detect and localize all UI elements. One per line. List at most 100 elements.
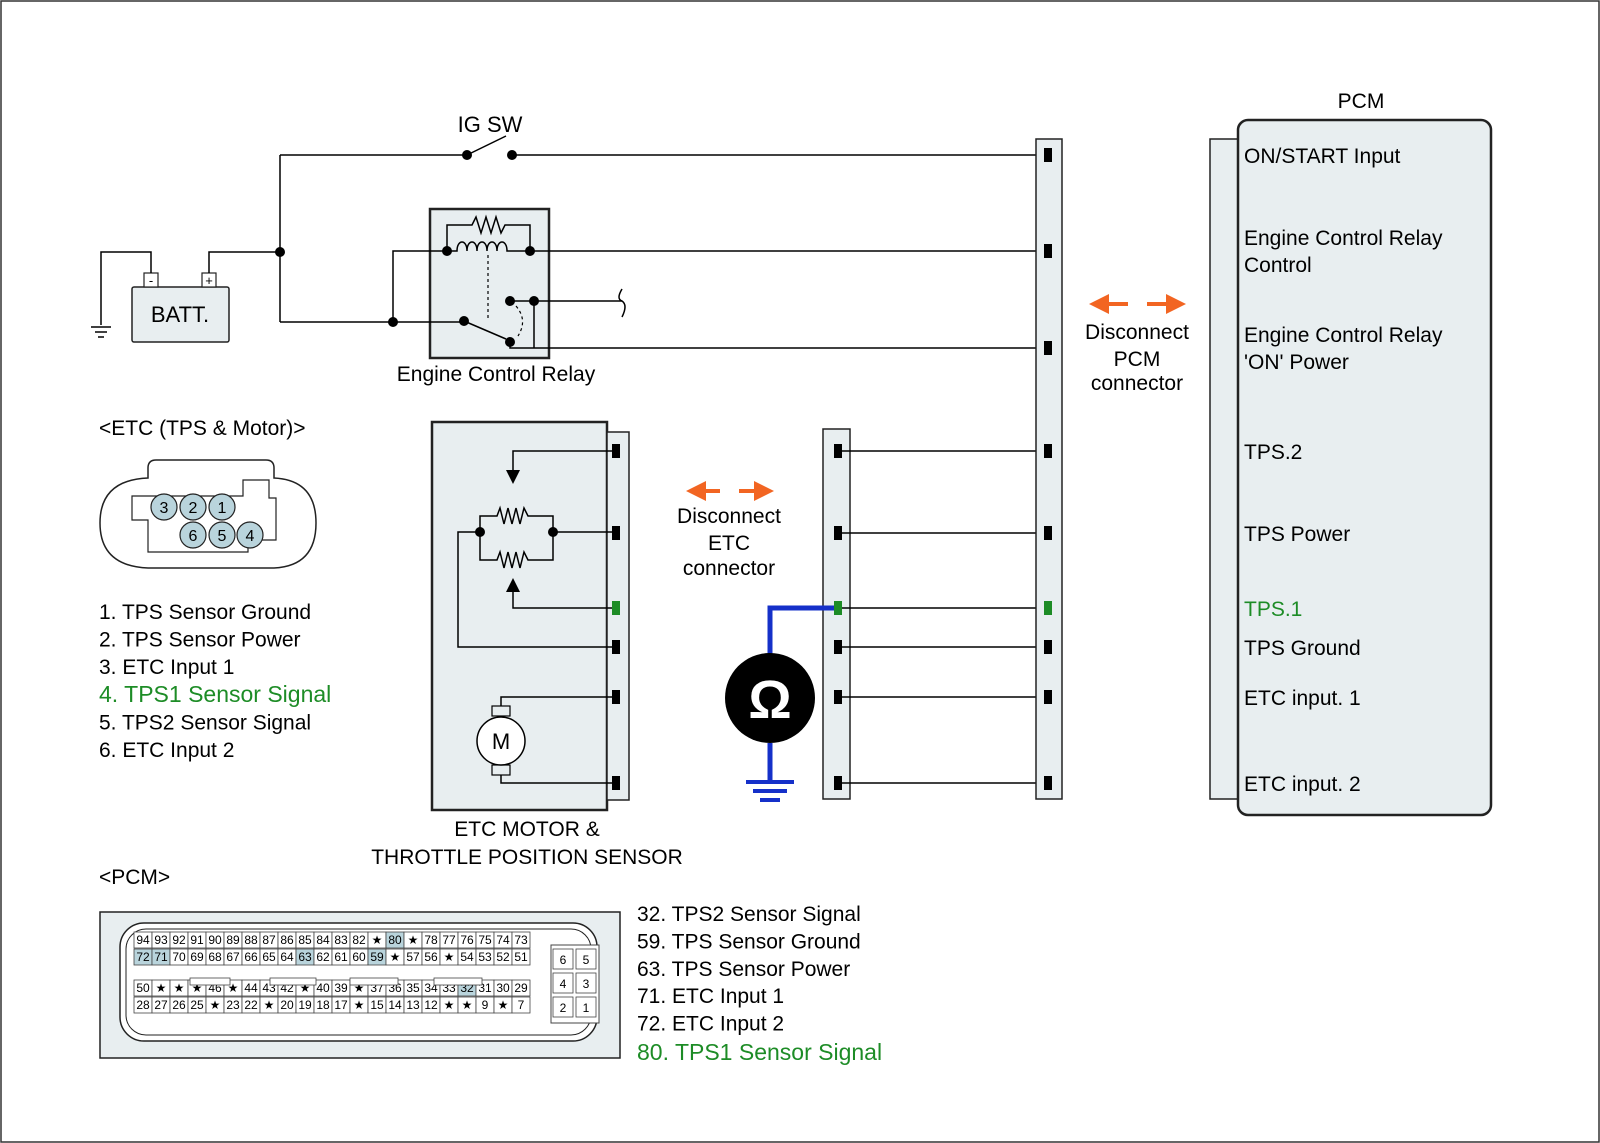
pcm-connector-pin-number: 63	[298, 950, 312, 964]
pcm-legend-item: 71. ETC Input 1	[637, 985, 784, 1008]
etc-unit-label-line1: ETC MOTOR &	[454, 818, 599, 841]
pcm-connector-pin-number: ★	[462, 998, 473, 1012]
pcm-connector-pin-number: 14	[388, 998, 402, 1012]
pcm-connector-pin-number: 22	[244, 998, 258, 1012]
pcm-connector-pin-number: 7	[518, 998, 525, 1012]
pcm-connector-pin-number: ★	[390, 950, 401, 964]
pcm-connector-pin-number: 35	[406, 981, 420, 995]
ig-switch-label: IG SW	[458, 112, 523, 137]
pcm-small-pin-number: 3	[583, 977, 590, 991]
harness-pcm-pin	[1044, 341, 1052, 355]
pcm-connector-pin-number: 57	[406, 950, 420, 964]
pcm-pin-label-line2: 'ON' Power	[1244, 351, 1349, 374]
pcm-pin-label: TPS.2	[1244, 441, 1302, 464]
pcm-connector-pin-number: 82	[352, 933, 366, 947]
etc-pin-1	[208, 493, 236, 521]
pcm-connector-pin-number: ★	[354, 981, 365, 995]
pcm-connector-pin-number: ★	[498, 998, 509, 1012]
pcm-connector-pin-number: 89	[226, 933, 240, 947]
etc-legend-item: 4. TPS1 Sensor Signal	[99, 681, 331, 707]
etc-pin-number: 2	[189, 500, 198, 517]
pcm-connector-pin-number: 26	[172, 998, 186, 1012]
pcm-legend-item: 72. ETC Input 2	[637, 1013, 784, 1036]
pcm-connector-key	[349, 977, 399, 986]
pcm-connector-pin-number: 12	[424, 998, 438, 1012]
battery-plus-label: +	[205, 273, 213, 288]
pcm-connector-pin-number: 65	[262, 950, 276, 964]
pcm-connector-pin-number: 92	[172, 933, 186, 947]
pcm-connector-pin-number: 84	[316, 933, 330, 947]
pcm-connector-pin-number: 25	[190, 998, 204, 1012]
pcm-pin-label: TPS.1	[1244, 598, 1302, 621]
pcm-connector-cell	[511, 996, 531, 1014]
etc-pin-5	[208, 521, 236, 549]
etc-pin-number: 1	[218, 500, 227, 517]
pcm-module	[1236, 118, 1493, 817]
pcm-pin-label: Engine Control Relay	[1244, 227, 1443, 250]
pcm-connector-pin-number: ★	[372, 933, 383, 947]
pcm-small-cell	[552, 972, 574, 994]
pcm-connector-pin-number: ★	[444, 998, 455, 1012]
pcm-pin-label: TPS Ground	[1244, 637, 1361, 660]
pcm-connector-pin-number: 50	[136, 981, 150, 995]
engine-control-relay	[428, 207, 551, 360]
etc-pin-number: 5	[218, 528, 227, 545]
pcm-pin-label-line2: Control	[1244, 254, 1312, 277]
pcm-connector-pin-number: 61	[334, 950, 348, 964]
battery-label: BATT.	[151, 302, 209, 327]
pcm-connector-pin-number: 83	[334, 933, 348, 947]
pcm-connector-pin-number: 54	[460, 950, 474, 964]
pcm-connector-pin-number: ★	[228, 981, 239, 995]
ohmmeter-ground-icon	[746, 780, 794, 802]
pcm-title: PCM	[1338, 90, 1385, 113]
disconnect-etc-line3: connector	[683, 557, 775, 580]
pcm-connector-pin-number: 70	[172, 950, 186, 964]
pcm-connector-pin-number: 64	[280, 950, 294, 964]
etc-pin-6	[179, 521, 207, 549]
pcm-connector-pin-number: 69	[190, 950, 204, 964]
battery-minus-label: -	[149, 273, 153, 288]
pcm-connector-pin-number: ★	[408, 933, 419, 947]
etc-harness-connector	[822, 428, 851, 800]
pcm-small-pin-number: 4	[560, 977, 567, 991]
harness-pcm-pin	[1044, 244, 1052, 258]
pcm-pin-label: ETC input. 1	[1244, 687, 1361, 710]
disconnect-etc-line1: Disconnect	[677, 505, 781, 528]
harness-pcm-pin	[1044, 640, 1052, 654]
etc-pin-4	[236, 521, 264, 549]
pcm-connector-key	[269, 977, 317, 986]
pcm-connector	[1209, 138, 1242, 800]
pcm-connector-pin-number: 40	[316, 981, 330, 995]
pcm-connector-pin-number: ★	[444, 950, 455, 964]
pcm-connector-pin-number: 68	[208, 950, 222, 964]
motor-symbol	[476, 716, 526, 766]
pcm-connector-pin-number: 53	[478, 950, 492, 964]
pcm-connector-pin-number: 77	[442, 933, 456, 947]
pcm-connector-pin-number: 87	[262, 933, 276, 947]
etc-pin-number: 6	[189, 528, 198, 545]
pcm-connector-pin-number: 59	[370, 950, 384, 964]
harness-pcm-pin	[1044, 690, 1052, 704]
pcm-connector-pin-number: 18	[316, 998, 330, 1012]
pcm-connector-pin-number: 44	[244, 981, 258, 995]
pcm-connector-pin-number: 75	[478, 933, 492, 947]
etc-legend-item: 1. TPS Sensor Ground	[99, 601, 311, 624]
pcm-connector-pin-number: 86	[280, 933, 294, 947]
etc-unit-label-line2: THROTTLE POSITION SENSOR	[371, 846, 683, 869]
pcm-legend-item: 59. TPS Sensor Ground	[637, 930, 861, 953]
engine-control-relay-label: Engine Control Relay	[397, 363, 596, 386]
harness-pcm-pin	[1044, 444, 1052, 458]
motor-label: M	[492, 729, 510, 754]
pcm-connector-key	[189, 977, 231, 986]
pcm-connector-pin-number: 15	[370, 998, 384, 1012]
harness-pcm-pin	[1044, 148, 1052, 162]
pcm-small-cell	[575, 996, 597, 1018]
pcm-connector-pin-number: ★	[210, 998, 221, 1012]
pcm-connector-pin-number: 27	[154, 998, 168, 1012]
etc-motor-tps-unit: M	[430, 420, 630, 812]
etc-pin-number: 4	[246, 528, 255, 545]
etc-pin-2	[179, 493, 207, 521]
pcm-connector-pin-number: 94	[136, 933, 150, 947]
